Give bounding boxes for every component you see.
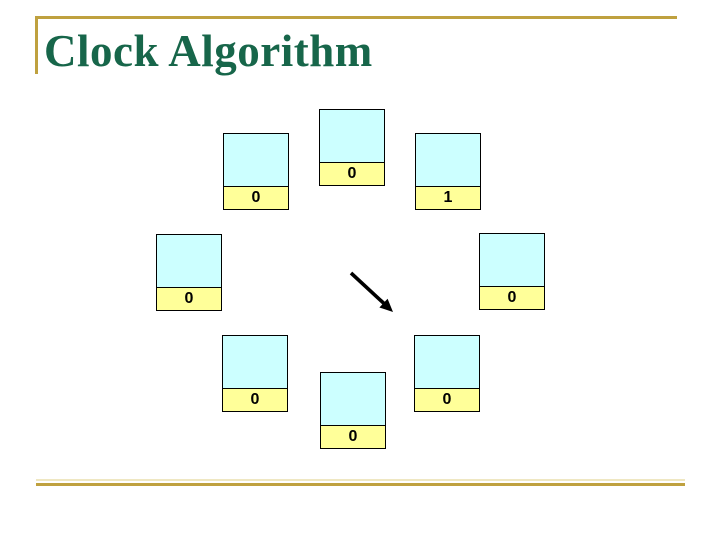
bottom-accent-line — [36, 483, 685, 486]
frame-9-oclock: 0 — [156, 234, 222, 311]
frame-1-oclock: 1 — [415, 133, 481, 210]
frame-6-oclock: 0 — [320, 372, 386, 449]
frame-11-oclock: 0 — [223, 133, 289, 210]
reference-bit: 0 — [224, 186, 288, 209]
frame-5-oclock: 0 — [414, 335, 480, 412]
reference-bit: 0 — [320, 162, 384, 185]
frame-3-oclock: 0 — [479, 233, 545, 310]
reference-bit: 0 — [415, 388, 479, 411]
reference-bit: 0 — [223, 388, 287, 411]
page-cell — [480, 234, 544, 286]
page-cell — [320, 110, 384, 162]
reference-bit: 0 — [321, 425, 385, 448]
reference-bit: 0 — [157, 287, 221, 310]
reference-bit: 1 — [416, 186, 480, 209]
reference-bit: 0 — [480, 286, 544, 309]
left-accent-line — [35, 16, 38, 74]
page-cell — [223, 336, 287, 388]
page-title: Clock Algorithm — [44, 26, 373, 76]
frame-12-oclock: 0 — [319, 109, 385, 186]
page-cell — [415, 336, 479, 388]
frame-7-oclock: 0 — [222, 335, 288, 412]
top-accent-line — [35, 16, 677, 19]
page-cell — [321, 373, 385, 425]
bottom-accent-line-light — [36, 479, 685, 481]
page-cell — [224, 134, 288, 186]
page-cell — [157, 235, 221, 287]
page-cell — [416, 134, 480, 186]
